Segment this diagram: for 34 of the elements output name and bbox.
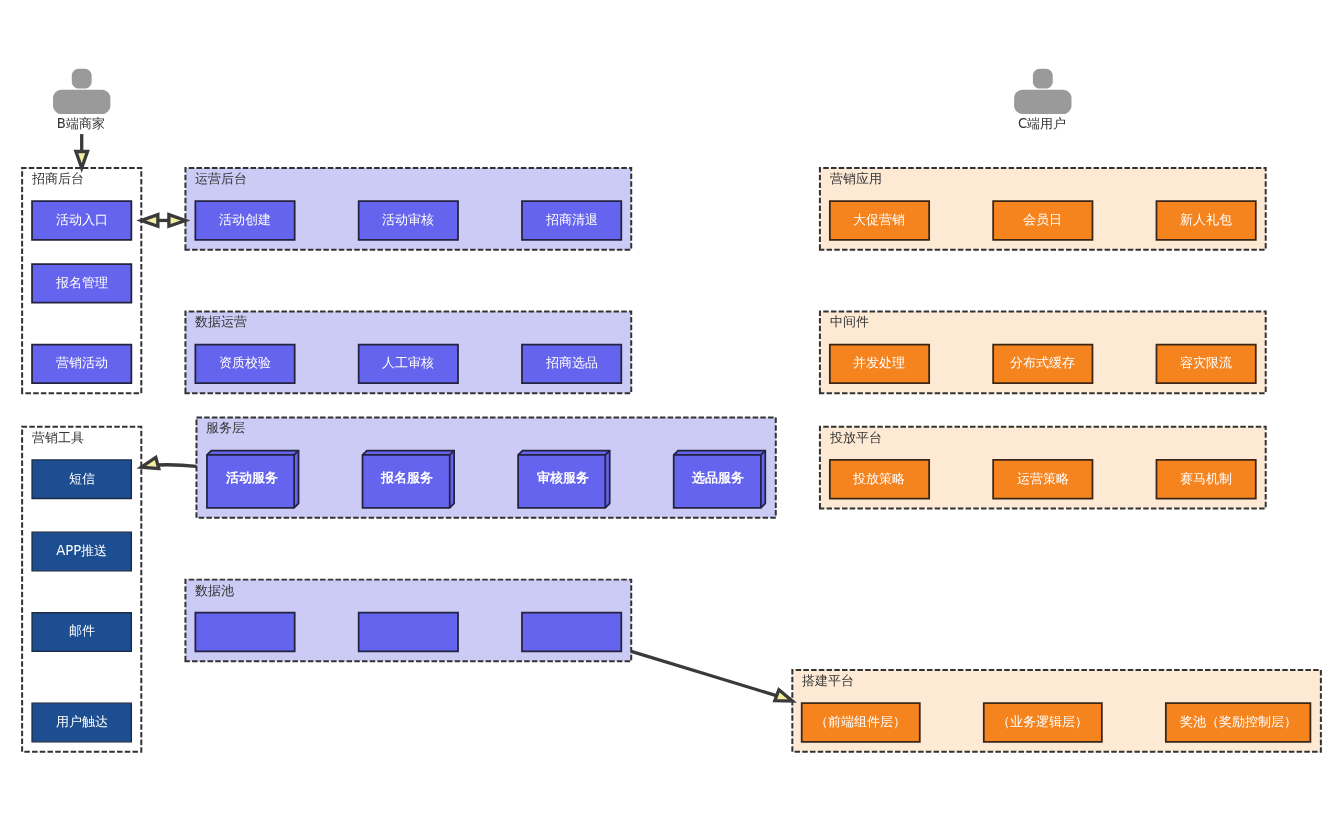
node-box: 活动审核 — [357, 199, 459, 241]
node-box: 投放策略 — [828, 458, 931, 499]
node-box: 赛马机制 — [1155, 458, 1257, 499]
node-box: 会员日 — [992, 199, 1094, 241]
node-box — [521, 611, 623, 652]
node-box: 资质校验 — [194, 343, 296, 384]
node-box: 招商选品 — [521, 343, 623, 384]
node-box: 营销活动 — [31, 343, 133, 384]
node-box: 邮件 — [31, 611, 132, 652]
cluster: 数据池 — [184, 578, 633, 662]
node-box: （前端组件层） — [800, 701, 921, 743]
node-box: 大促营销 — [828, 199, 931, 241]
node-box: （业务逻辑层） — [982, 701, 1103, 743]
node-label: C端用户 — [1017, 115, 1067, 131]
node-box: 运营策略 — [992, 458, 1094, 499]
node-box: 活动入口 — [31, 199, 133, 241]
node-box: 人工审核 — [357, 343, 459, 384]
arrow — [630, 649, 798, 703]
node-label: B端商家 — [56, 115, 105, 131]
node-box: 容灾限流 — [1155, 343, 1257, 384]
node-box: 新人礼包 — [1155, 199, 1257, 241]
node-box: APP推送 — [31, 531, 132, 571]
node-box — [194, 611, 296, 652]
node-box: 短信 — [31, 458, 132, 499]
node-box: 招商清退 — [521, 199, 623, 241]
node-box: 报名管理 — [31, 262, 133, 304]
node-box: 用户触达 — [31, 702, 132, 742]
node-box — [357, 611, 459, 652]
node-box: 并发处理 — [828, 343, 931, 384]
node-box: 分布式缓存 — [992, 343, 1094, 384]
arrow — [136, 211, 191, 229]
arrow — [136, 454, 197, 470]
node-box: 活动创建 — [194, 199, 296, 241]
node-box: 奖池（奖励控制层） — [1164, 701, 1312, 743]
